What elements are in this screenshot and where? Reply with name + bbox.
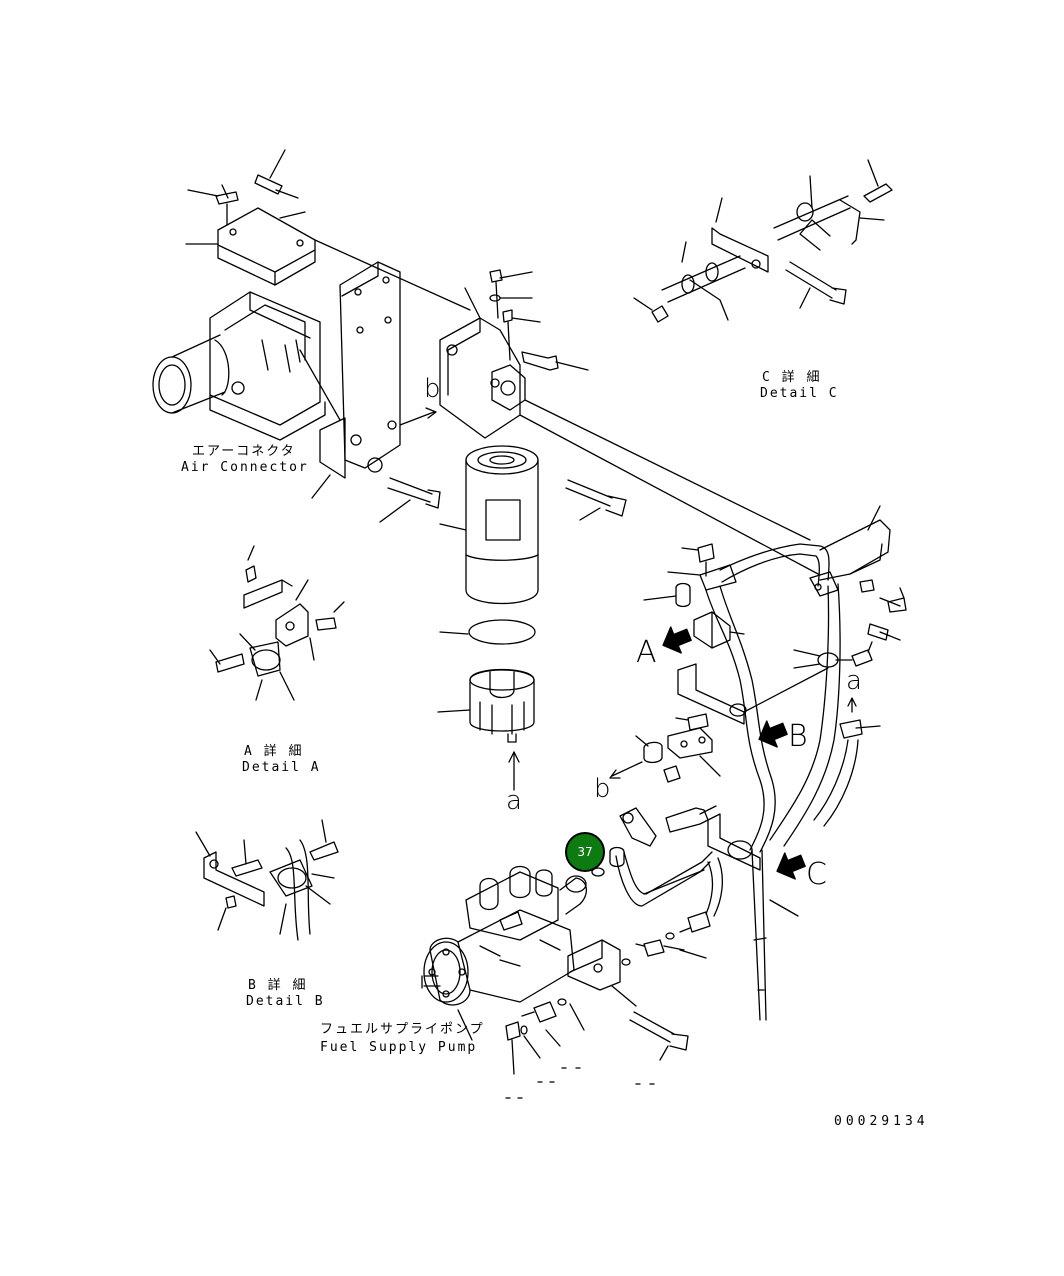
view-letter-a-filter: a bbox=[506, 786, 522, 816]
drawing-number: 00029134 bbox=[834, 1114, 929, 1129]
view-letter-b: B bbox=[788, 719, 808, 754]
fuel-pump-label-en: Fuel Supply Pump bbox=[320, 1040, 478, 1055]
detail-a-label-en: Detail A bbox=[242, 760, 321, 775]
detail-c-drawing bbox=[633, 159, 893, 323]
air-connector-label-en: Air Connector bbox=[181, 460, 309, 475]
part-callout-badge[interactable]: 37 bbox=[565, 832, 605, 872]
filter-head bbox=[439, 269, 821, 576]
view-letter-c: C bbox=[806, 857, 827, 892]
mounting-plate bbox=[311, 261, 441, 523]
long-bolts bbox=[565, 479, 627, 521]
arrow-a bbox=[662, 626, 692, 654]
air-connector-label-jp: エアーコネクタ bbox=[192, 444, 296, 459]
detail-b-label-en: Detail B bbox=[246, 994, 325, 1009]
detail-b-label-jp: B 詳 細 bbox=[248, 978, 308, 993]
view-letter-a: A bbox=[636, 635, 657, 670]
fuel-piping bbox=[591, 505, 907, 1021]
detail-a-drawing bbox=[209, 545, 345, 701]
detail-a-label-jp: A 詳 細 bbox=[244, 744, 304, 759]
view-letter-b-bracket: b bbox=[424, 374, 441, 404]
fuel-supply-pump bbox=[421, 865, 689, 1099]
arrow-c bbox=[776, 852, 806, 880]
arrow-b bbox=[758, 720, 788, 748]
detail-b-drawing bbox=[195, 819, 339, 941]
view-arrows bbox=[662, 626, 806, 880]
air-connector-assembly bbox=[152, 149, 471, 441]
detail-c-label-jp: C 詳 細 bbox=[762, 370, 822, 385]
fuel-filter-element bbox=[437, 445, 539, 791]
fuel-pump-label-jp: フュエルサプライポンプ bbox=[320, 1022, 485, 1037]
view-letter-a-pipe: a bbox=[846, 666, 862, 696]
view-letter-b-plate: b bbox=[594, 774, 611, 804]
detail-c-label-en: Detail C bbox=[760, 386, 839, 401]
